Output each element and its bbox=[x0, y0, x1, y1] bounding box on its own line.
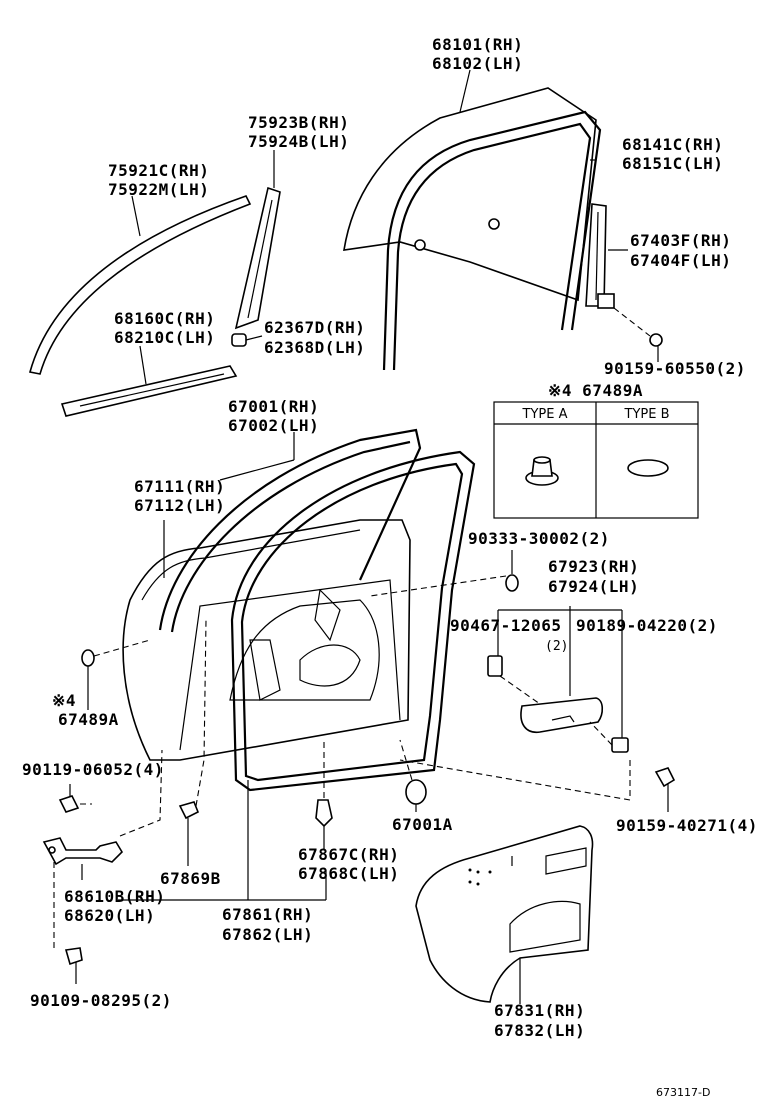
label-clip-90189: 90189-04220(2) bbox=[576, 616, 718, 635]
label-rear-channel-lh: 67404F(LH) bbox=[630, 251, 731, 270]
label-glass-lh: 68102(LH) bbox=[432, 54, 523, 73]
label-screw-60550: 90159-60550(2) bbox=[604, 359, 746, 378]
plug-67001a bbox=[399, 739, 427, 812]
label-check-assy-rh: 68610B(RH) bbox=[64, 887, 165, 906]
door-check-assembly bbox=[42, 749, 163, 948]
screw-90159-60550 bbox=[613, 307, 663, 347]
leader-belt-weatherstrip bbox=[139, 345, 147, 385]
label-clip-62367d-rh: 62367D(RH) bbox=[264, 318, 365, 337]
label-door-weatherstrip-lh: 67862(LH) bbox=[222, 925, 313, 944]
leader-front-frame bbox=[131, 195, 141, 237]
label-belt-weatherstrip-lh: 68210C(LH) bbox=[114, 328, 215, 347]
rear-lower-channel bbox=[585, 203, 615, 309]
screw-90159-40271 bbox=[399, 759, 676, 812]
label-run-channel-rh: 68141C(RH) bbox=[622, 135, 723, 154]
label-armrest-lh: 67924(LH) bbox=[548, 577, 639, 596]
door-panel bbox=[122, 519, 411, 761]
plug-type-b-icon bbox=[627, 459, 669, 477]
label-plug-67489a-left: 67489A bbox=[58, 710, 119, 729]
label-outer-weatherstrip-rh: 67111(RH) bbox=[134, 477, 225, 496]
label-plug-90333: 90333-30002(2) bbox=[468, 529, 610, 548]
armrest bbox=[520, 697, 604, 733]
label-bolt-90119: 90119-06052(4) bbox=[22, 760, 164, 779]
label-door-weatherstrip-rh: 67861(RH) bbox=[222, 905, 313, 924]
leader-glass bbox=[459, 69, 471, 113]
label-clip-67869b: 67869B bbox=[160, 869, 221, 888]
leader-clip-62367d bbox=[245, 335, 263, 341]
bolt-90119 bbox=[58, 784, 92, 813]
label-run-channel-lh: 68151C(LH) bbox=[622, 154, 723, 173]
table-col-type-a: TYPE A bbox=[522, 407, 568, 422]
table-title: ※4 67489A bbox=[548, 381, 643, 400]
label-glass-rh: 68101(RH) bbox=[432, 35, 523, 54]
label-door-panel-rh: 67001(RH) bbox=[228, 397, 319, 416]
label-outer-weatherstrip-lh: 67112(LH) bbox=[134, 496, 225, 515]
label-trim-board-rh: 67831(RH) bbox=[494, 1001, 585, 1020]
hole-plug-90333 bbox=[369, 574, 519, 597]
label-armrest-rh: 67923(RH) bbox=[548, 557, 639, 576]
label-front-frame-rh: 75921C(RH) bbox=[108, 161, 209, 180]
label-clip-67867c-lh: 67868C(LH) bbox=[298, 864, 399, 883]
belt-weatherstrip bbox=[60, 365, 238, 417]
label-division-bar-rh: 75923B(RH) bbox=[248, 113, 349, 132]
label-plug-67001a: 67001A bbox=[392, 815, 453, 834]
plug-67489a-left bbox=[81, 639, 151, 710]
weatherstrip-bracket bbox=[118, 780, 327, 901]
label-division-bar-lh: 75924B(LH) bbox=[248, 132, 349, 151]
label-clip-67867c-rh: 67867C(RH) bbox=[298, 845, 399, 864]
label-clip-62367d-lh: 62368D(LH) bbox=[264, 338, 365, 357]
door-opening-seal bbox=[158, 428, 422, 633]
clip-90467 bbox=[487, 610, 541, 705]
clip-67869b bbox=[178, 619, 207, 866]
label-door-panel-lh: 67002(LH) bbox=[228, 416, 319, 435]
door-weatherstrip-loop bbox=[230, 450, 476, 792]
table-col-type-b: TYPE B bbox=[624, 407, 670, 422]
front-frame-moulding bbox=[28, 195, 252, 375]
leader-door-panel-2 bbox=[219, 459, 295, 481]
bolt-90109 bbox=[64, 947, 83, 984]
label-front-frame-lh: 75922M(LH) bbox=[108, 180, 209, 199]
reference-code: 673117-D bbox=[656, 1086, 710, 1099]
label-belt-weatherstrip-rh: 68160C(RH) bbox=[114, 309, 215, 328]
label-check-assy-lh: 68620(LH) bbox=[64, 906, 155, 925]
label-screw-40271: 90159-40271(4) bbox=[616, 816, 758, 835]
door-trim-board bbox=[415, 825, 594, 1003]
label-rear-channel-rh: 67403F(RH) bbox=[630, 231, 731, 250]
plug-type-table bbox=[493, 401, 699, 519]
glass-run-channel bbox=[382, 110, 602, 371]
plug-type-a-icon bbox=[525, 456, 559, 486]
clip-90189 bbox=[589, 610, 629, 753]
label-trim-board-lh: 67832(LH) bbox=[494, 1021, 585, 1040]
clip-62367d bbox=[231, 333, 247, 347]
door-glass bbox=[343, 87, 597, 302]
division-bar bbox=[234, 186, 281, 330]
label-clip-90467-qty: (2) bbox=[545, 639, 568, 654]
clip-67867c bbox=[315, 740, 333, 850]
label-note-mark-left: ※4 bbox=[52, 691, 76, 710]
label-bolt-90109: 90109-08295(2) bbox=[30, 991, 172, 1010]
label-clip-90467: 90467-12065 bbox=[450, 616, 561, 635]
